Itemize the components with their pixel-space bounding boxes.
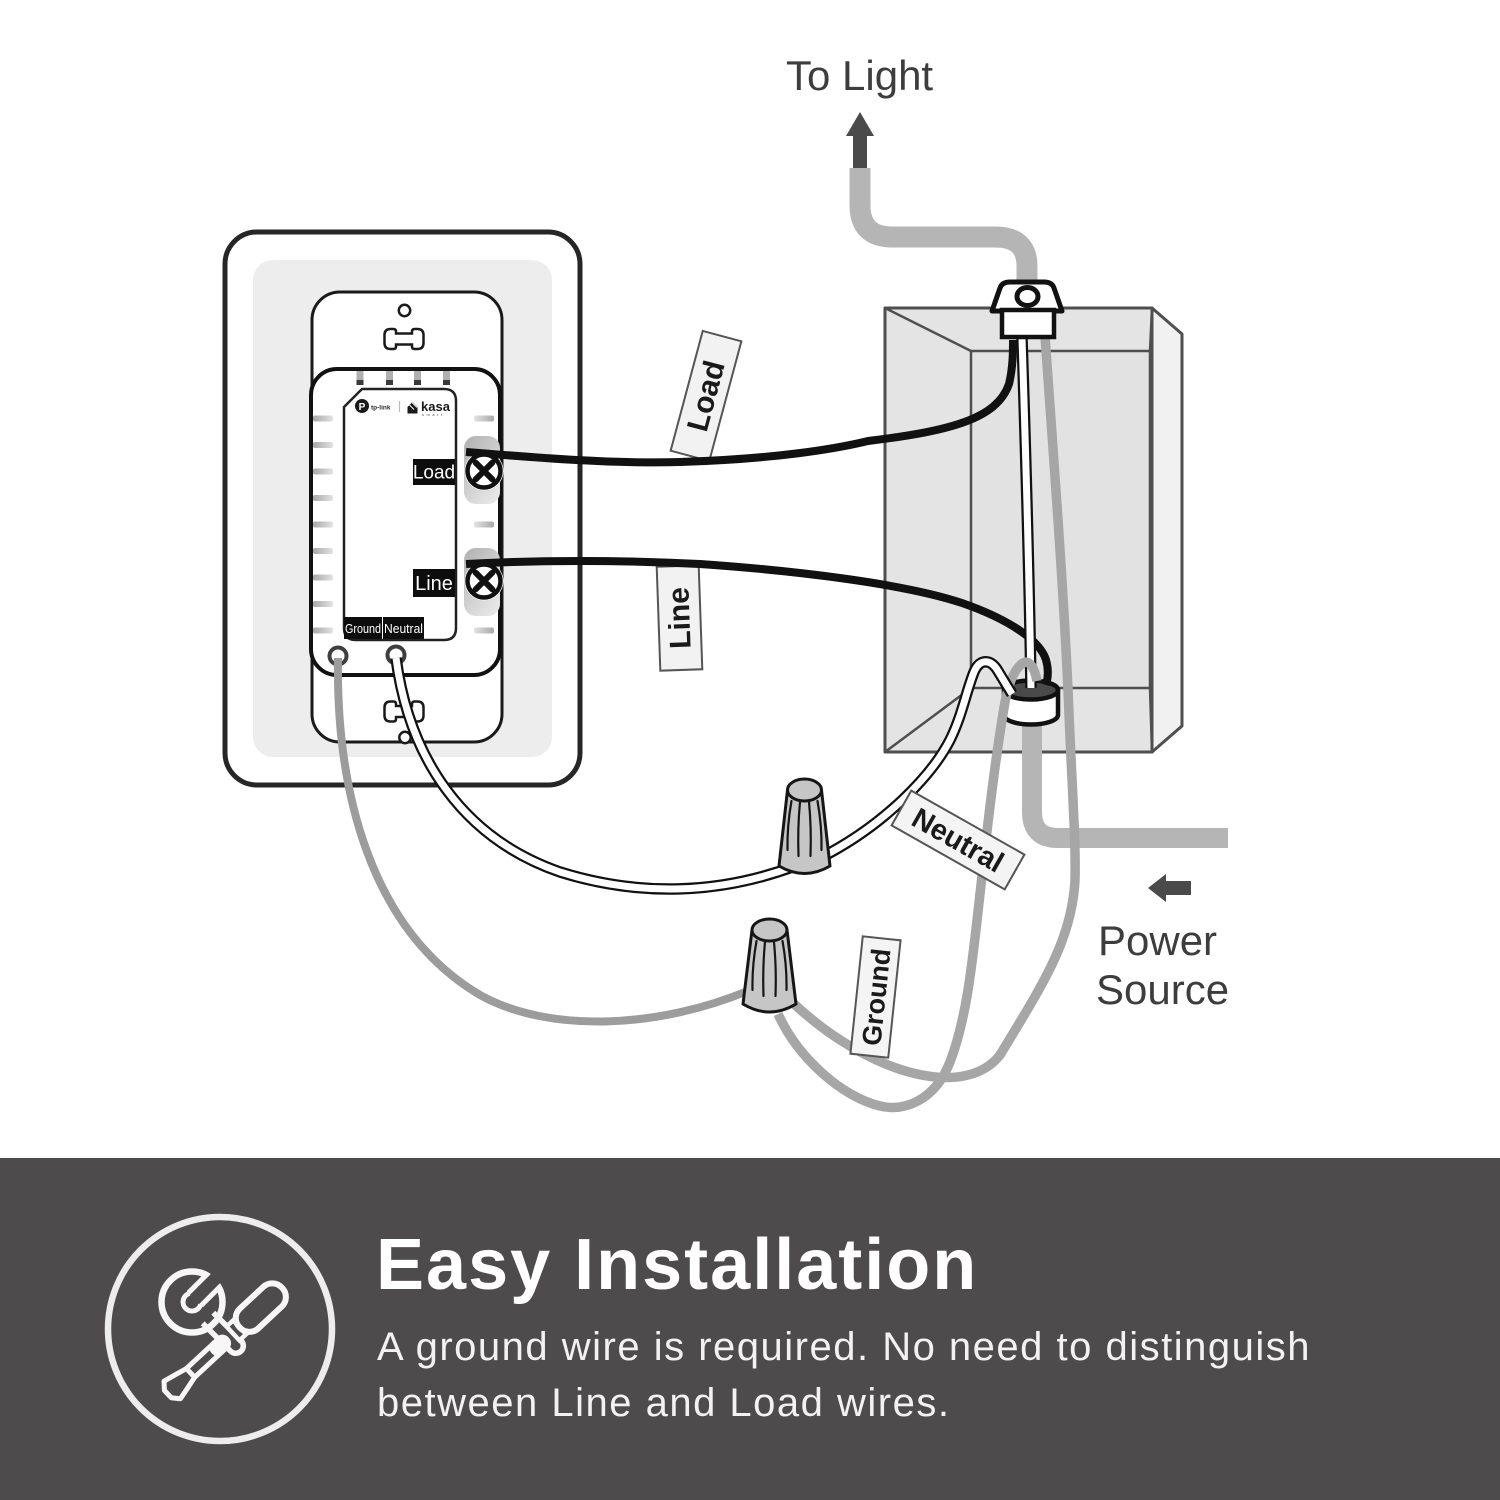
svg-text:Line: Line xyxy=(415,573,453,595)
svg-text:between Line and Load wires.: between Line and Load wires. xyxy=(377,1381,950,1425)
svg-text:Power: Power xyxy=(1098,917,1217,964)
svg-text:smart: smart xyxy=(422,412,445,417)
svg-text:Neutral: Neutral xyxy=(384,621,423,636)
svg-text:kasa: kasa xyxy=(421,399,451,414)
svg-text:P: P xyxy=(359,402,366,413)
svg-text:Source: Source xyxy=(1096,966,1229,1013)
svg-text:Load: Load xyxy=(413,463,455,484)
svg-text:Easy Installation: Easy Installation xyxy=(376,1225,978,1305)
svg-text:To Light: To Light xyxy=(786,52,933,99)
svg-text:Line: Line xyxy=(662,587,697,650)
svg-text:A ground wire is required. No: A ground wire is required. No need to di… xyxy=(377,1325,1311,1369)
svg-text:tp-link: tp-link xyxy=(371,405,391,412)
svg-text:Ground: Ground xyxy=(345,621,381,636)
